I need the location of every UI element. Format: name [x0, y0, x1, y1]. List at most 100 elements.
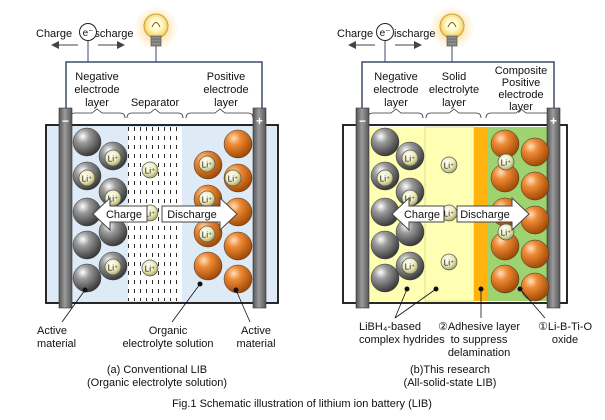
- discharge-arrow: Discharge: [456, 196, 530, 232]
- negative-electrode-label-line3: layer: [85, 97, 109, 109]
- caption-b-line1: (b)This research: [410, 364, 490, 376]
- lithium-ion-label: Li⁺: [82, 175, 92, 184]
- electron-label: e⁻: [380, 28, 391, 39]
- positive-electrode-label-line3: layer: [214, 97, 238, 109]
- oxide-caption-line2: oxide: [552, 334, 578, 346]
- libh4-caption-line1: LiBH₄-based: [359, 321, 421, 333]
- positive-electrode-label-line2: electrode: [203, 84, 248, 96]
- figure-caption: Fig.1 Schematic illustration of lithium …: [172, 398, 432, 410]
- electron-icon: [376, 23, 394, 41]
- lithium-ion: [440, 253, 458, 271]
- lithium-ion-label: Li⁺: [145, 210, 155, 219]
- oxide-caption-line1: ①Li-B-Ti-O: [538, 321, 593, 333]
- lithium-ion-label: Li⁺: [202, 161, 212, 170]
- adhesive-caption-line3: delamination: [448, 347, 510, 359]
- active-material-particle: [520, 137, 550, 167]
- lithium-ion-label: Li⁺: [108, 264, 118, 273]
- lithium-ion-label: Li⁺: [405, 155, 415, 164]
- svg-text:Charge: Charge: [106, 209, 142, 221]
- lithium-ion: [376, 169, 394, 187]
- caption-a-line2: (Organic electrolyte solution): [87, 377, 227, 389]
- all-solid-state-lib-diagram: Charge Discharge e⁻ Negative electrode l…: [337, 6, 592, 389]
- light-bulb-icon: [134, 6, 178, 62]
- electron-label: e⁻: [83, 28, 94, 39]
- lithium-ion: [104, 149, 122, 167]
- svg-text:Discharge: Discharge: [167, 209, 217, 221]
- top-charge-label: Charge: [337, 28, 373, 40]
- lithium-ion: [224, 169, 242, 187]
- organic-electrolyte-line2: electrolyte solution: [122, 338, 213, 350]
- active-material-particle: [520, 239, 550, 269]
- lithium-ion: [141, 259, 159, 277]
- libh4-caption-line2: complex hydrides: [359, 334, 445, 346]
- lithium-ion-label: Li⁺: [405, 263, 415, 272]
- lithium-ion: [497, 223, 515, 241]
- negative-electrode-label-line1: Negative: [75, 71, 118, 83]
- top-charge-label: Charge: [36, 28, 72, 40]
- positive-current-collector: [546, 107, 561, 309]
- active-material-particle: [72, 230, 102, 260]
- lithium-ion-label: Li⁺: [444, 162, 454, 171]
- solid-electrolyte-label-line2: electrolyte: [429, 84, 479, 96]
- positive-electrode-label-line1: Positive: [207, 71, 246, 83]
- active-material-left-line2: material: [37, 338, 76, 350]
- active-material-particle: [223, 129, 253, 159]
- active-material-particle: [193, 251, 223, 281]
- lithium-ion: [401, 149, 419, 167]
- active-material-particle: [370, 230, 400, 260]
- caption-b-line2: (All-solid-state LIB): [404, 377, 497, 389]
- active-material-particle: [490, 264, 520, 294]
- lithium-ion: [440, 156, 458, 174]
- light-bulb-icon: [430, 6, 474, 62]
- composite-positive-label-line2: Positive: [502, 77, 541, 89]
- lithium-ion-label: Li⁺: [145, 167, 155, 176]
- negative-electrode-label-line1: Negative: [374, 71, 417, 83]
- lithium-ion-label: Li⁺: [501, 159, 511, 168]
- solid-electrolyte-label-line3: layer: [442, 97, 466, 109]
- lithium-ion: [198, 155, 216, 173]
- lithium-ion: [78, 169, 96, 187]
- solid-electrolyte-label-line1: Solid: [442, 71, 466, 83]
- lithium-ion: [104, 258, 122, 276]
- negative-electrode-label-line3: layer: [384, 97, 408, 109]
- lithium-ion-label: Li⁺: [202, 196, 212, 205]
- active-material-left-line1: Active: [37, 325, 67, 337]
- lithium-ion: [141, 161, 159, 179]
- composite-positive-label-line4: layer: [509, 101, 533, 113]
- lithium-ion-label: Li⁺: [444, 259, 454, 268]
- composite-positive-label-line3: electrode: [498, 89, 543, 101]
- lithium-ion-label: Li⁺: [228, 175, 238, 184]
- active-material-particle: [72, 127, 102, 157]
- organic-electrolyte-line1: Organic: [149, 325, 188, 337]
- conventional-lib-diagram: Charge Discharge e⁻ Negative electrode l…: [36, 6, 279, 389]
- lithium-ion: [401, 257, 419, 275]
- electron-icon: [79, 23, 97, 41]
- minus-sign: −: [359, 114, 366, 128]
- lithium-ion-label: Li⁺: [405, 195, 415, 204]
- lithium-ion-label: Li⁺: [501, 229, 511, 238]
- lithium-ion-label: Li⁺: [108, 155, 118, 164]
- lithium-ion-label: Li⁺: [380, 175, 390, 184]
- adhesive-caption-line1: ②Adhesive layer: [438, 321, 520, 333]
- active-material-right-line1: Active: [241, 325, 271, 337]
- charge-arrow: Charge: [391, 196, 445, 232]
- active-material-right-line2: material: [236, 338, 275, 350]
- positive-current-collector: [252, 107, 267, 309]
- plus-sign: +: [256, 114, 263, 128]
- lithium-ion: [497, 153, 515, 171]
- plus-sign: +: [550, 114, 557, 128]
- active-material-particle: [223, 231, 253, 261]
- lithium-ion-label: Li⁺: [202, 231, 212, 240]
- caption-a-line1: (a) Conventional LIB: [107, 364, 207, 376]
- active-material-particle: [72, 263, 102, 293]
- lithium-ion: [198, 225, 216, 243]
- charge-arrow: Charge: [92, 196, 148, 232]
- top-discharge-label: Discharge: [386, 28, 436, 40]
- active-material-particle: [370, 263, 400, 293]
- composite-positive-label-line1: Composite: [495, 65, 548, 77]
- active-material-particle: [520, 171, 550, 201]
- adhesive-caption-line2: to suppress: [451, 334, 508, 346]
- lithium-ion-label: Li⁺: [145, 265, 155, 274]
